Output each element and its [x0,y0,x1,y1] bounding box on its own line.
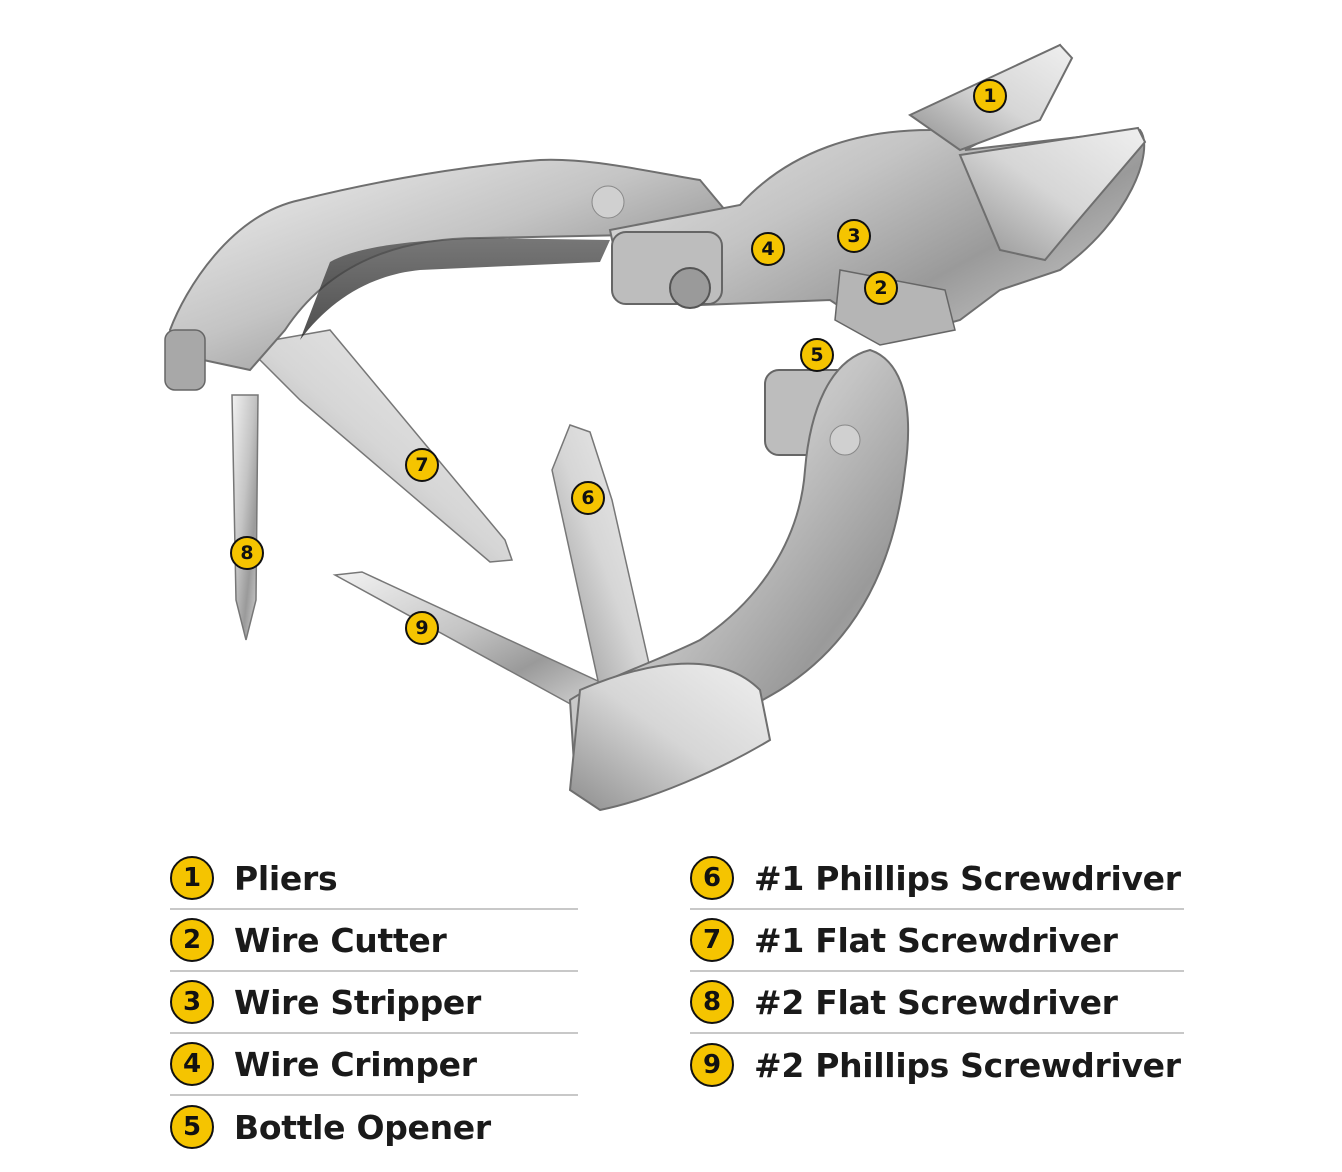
legend-item-phillips-2: 9 #2 Phillips Screwdriver [690,1034,1184,1096]
legend-label: Bottle Opener [234,1107,491,1147]
legend-badge: 8 [690,980,734,1024]
legend-badge: 4 [170,1042,214,1086]
callout-4: 4 [751,232,785,266]
legend-badge: 9 [690,1043,734,1087]
legend-item-flat-1: 7 #1 Flat Screwdriver [690,910,1184,972]
legend-label: Wire Stripper [234,982,481,1022]
lower-handle-shape [568,348,910,812]
flat-screwdriver-1-shape [243,329,514,563]
legend-item-wire-cutter: 2 Wire Cutter [170,910,578,972]
legend-badge: 7 [690,918,734,962]
legend-label: Wire Crimper [234,1044,477,1084]
legend-label: #2 Flat Screwdriver [754,982,1118,1022]
legend-item-wire-stripper: 3 Wire Stripper [170,972,578,1034]
callout-3: 3 [837,219,871,253]
legend-badge: 1 [170,856,214,900]
legend-item-phillips-1: 6 #1 Phillips Screwdriver [690,848,1184,910]
pliers-head-shape [608,43,1147,346]
callout-7: 7 [405,448,439,482]
legend-item-flat-2: 8 #2 Flat Screwdriver [690,972,1184,1034]
callout-1: 1 [973,79,1007,113]
phillips-screwdriver-2-shape [332,571,602,714]
flat-screwdriver-2-shape [231,394,259,641]
upper-handle-shape [168,158,727,372]
legend-left-column: 1 Pliers 2 Wire Cutter 3 Wire Stripper 4… [170,848,578,1158]
rear-pivot-shape [164,329,206,391]
callout-5: 5 [800,338,834,372]
legend-item-pliers: 1 Pliers [170,848,578,910]
legend-item-wire-crimper: 4 Wire Crimper [170,1034,578,1096]
legend-badge: 3 [170,980,214,1024]
legend-label: Pliers [234,858,338,898]
legend-label: #1 Phillips Screwdriver [754,858,1181,898]
phillips-screwdriver-1-shape [551,424,651,692]
legend-item-bottle-opener: 5 Bottle Opener [170,1096,578,1158]
legend-label: #2 Phillips Screwdriver [754,1045,1181,1085]
legend-badge: 6 [690,856,734,900]
legend-badge: 2 [170,918,214,962]
callout-8: 8 [230,536,264,570]
callout-9: 9 [405,611,439,645]
legend-right-column: 6 #1 Phillips Screwdriver 7 #1 Flat Scre… [690,848,1184,1096]
legend-badge: 5 [170,1105,214,1149]
callout-2: 2 [864,271,898,305]
multitool-illustration [164,43,1147,812]
legend-label: Wire Cutter [234,920,447,960]
legend-label: #1 Flat Screwdriver [754,920,1118,960]
callout-6: 6 [571,481,605,515]
